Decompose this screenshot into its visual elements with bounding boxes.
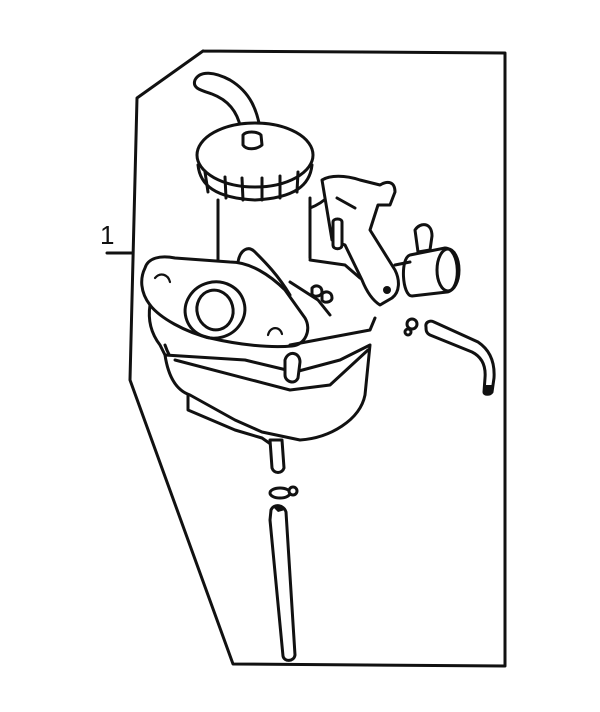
parts-frame [128,49,507,668]
hose-clip-lower [268,485,299,500]
float-bowl [147,303,372,447]
choke-plunger [393,223,461,298]
overflow-hose [424,319,496,396]
hose-clip-upper [403,317,419,337]
drain-hose [268,504,297,662]
carburetor-body [216,193,332,264]
throttle-lever-bracket [308,174,400,307]
throttle-linkage [288,280,377,347]
top-cap [195,121,315,202]
drain-nozzle [268,438,286,474]
intake-flange [140,247,310,349]
callout-number-1: 1 [100,220,115,250]
